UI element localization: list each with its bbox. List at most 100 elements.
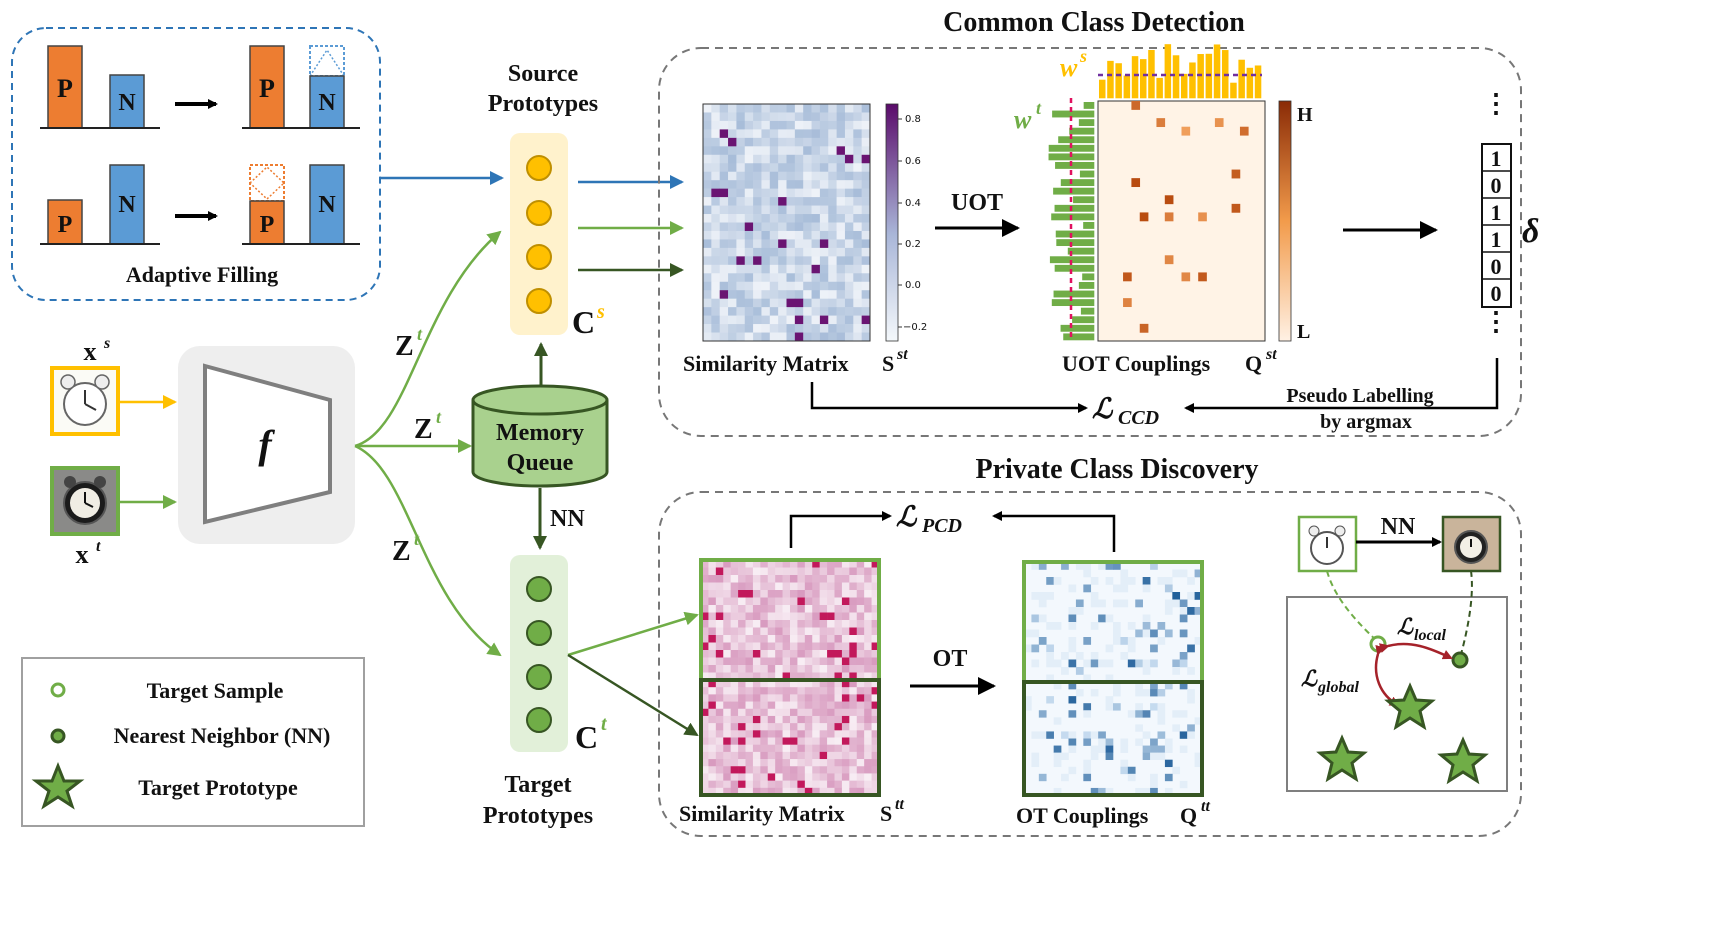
matrix-cell: [844, 256, 854, 266]
ccd-title: Common Class Detection: [943, 7, 1245, 38]
matrix-cell: [1068, 659, 1077, 668]
matrix-cell: [811, 214, 821, 223]
matrix-cell: [836, 112, 846, 122]
matrix-cell: [775, 620, 783, 628]
uot-arrow-label: UOT: [951, 190, 1003, 216]
matrix-cell: [861, 307, 871, 316]
matrix-cell: [1172, 724, 1181, 732]
matrix-cell: [782, 680, 791, 688]
matrix-cell: [703, 112, 712, 122]
matrix-cell: [752, 730, 761, 738]
matrix-cell: [752, 575, 761, 583]
matrix-cell: [812, 635, 820, 643]
matrix-cell: [715, 612, 724, 621]
matrix-cell: [871, 701, 880, 710]
matrix-cell: [1148, 49, 1155, 99]
matrix-cell: [828, 281, 837, 291]
matrix-cell: [744, 154, 754, 164]
matrix-cell: [1105, 703, 1114, 711]
matrix-cell: [1053, 745, 1062, 753]
matrix-cell: [856, 694, 865, 702]
matrix-cell: [701, 715, 709, 724]
matrix-cell: [736, 324, 746, 333]
matrix-cell: [1142, 787, 1151, 796]
matrix-cell: [1120, 652, 1129, 660]
matrix-cell: [803, 230, 812, 240]
matrix-cell: [844, 129, 854, 139]
matrix-cell: [775, 567, 783, 576]
matrix-cell: [834, 766, 843, 774]
svg-text:ℒ: ℒ: [1301, 666, 1318, 691]
matrix-cell: [1172, 599, 1181, 608]
matrix-cell: [738, 759, 746, 767]
matrix-cell: [1075, 652, 1084, 660]
matrix-cell: [715, 620, 724, 628]
matrix-cell: [1061, 562, 1069, 570]
matrix-cell: [853, 171, 862, 181]
matrix-cell: [849, 787, 858, 796]
matrix-cell: [856, 620, 865, 628]
bar-p-label: P: [57, 74, 73, 103]
matrix-cell: [752, 787, 761, 796]
matrix-cell: [1105, 577, 1114, 585]
matrix-cell: [786, 104, 796, 113]
matrix-cell: [828, 104, 837, 113]
matrix-cell: [790, 620, 798, 628]
matrix-cell: [849, 759, 858, 767]
matrix-cell: [790, 787, 798, 796]
matrix-cell: [811, 290, 821, 299]
ws-marginal-bars: [1099, 44, 1262, 99]
matrix-cell: [701, 582, 709, 591]
matrix-cell: [719, 307, 729, 316]
matrix-cell: [745, 773, 754, 781]
matrix-cell: [790, 627, 798, 636]
matrix-cell: [703, 188, 712, 198]
matrix-cell: [828, 273, 837, 283]
matrix-cell: [767, 723, 776, 731]
matrix-cell: [834, 612, 843, 621]
matrix-cell: [736, 281, 746, 291]
matrix-cell: [1113, 629, 1121, 638]
matrix-cell: [738, 575, 746, 583]
matrix-cell: [797, 590, 806, 598]
matrix-cell: [767, 759, 776, 767]
svg-text:1: 1: [1491, 146, 1502, 171]
matrix-cell: [752, 560, 761, 568]
matrix-cell: [794, 129, 804, 139]
matrix-cell: [708, 708, 717, 717]
matrix-cell: [827, 642, 835, 651]
svg-text:s: s: [103, 335, 110, 352]
matrix-cell: [723, 737, 731, 745]
matrix-cell: [861, 205, 871, 215]
matrix-cell: [871, 737, 880, 745]
matrix-cell: [1024, 696, 1032, 704]
matrix-cell: [730, 672, 739, 681]
matrix-cell: [1135, 629, 1143, 638]
matrix-cell: [723, 780, 731, 789]
matrix-cell: [819, 567, 828, 576]
matrix-cell: [828, 298, 837, 308]
matrix-cell: [703, 264, 712, 274]
matrix-cell: [811, 239, 821, 249]
matrix-cell: [728, 298, 737, 308]
matrix-cell: [849, 612, 858, 621]
matrix-cell: [841, 773, 850, 781]
matrix-cell: [811, 163, 821, 173]
matrix-cell: [828, 256, 837, 266]
matrix-cell: [715, 773, 724, 781]
matrix-cell: [1061, 667, 1069, 675]
matrix-cell: [1164, 44, 1172, 99]
matrix-cell: [812, 582, 820, 591]
matrix-cell: [715, 751, 724, 760]
matrix-cell: [701, 701, 709, 710]
matrix-cell: [864, 715, 872, 724]
matrix-cell: [769, 163, 779, 173]
matrix-cell: [1198, 212, 1207, 222]
matrix-cell: [1068, 614, 1077, 623]
matrix-cell: [844, 290, 854, 299]
matrix-cell: [849, 715, 858, 724]
matrix-cell: [752, 744, 761, 753]
matrix-cell: [736, 163, 746, 173]
matrix-cell: [728, 315, 737, 325]
matrix-cell: [803, 264, 812, 274]
